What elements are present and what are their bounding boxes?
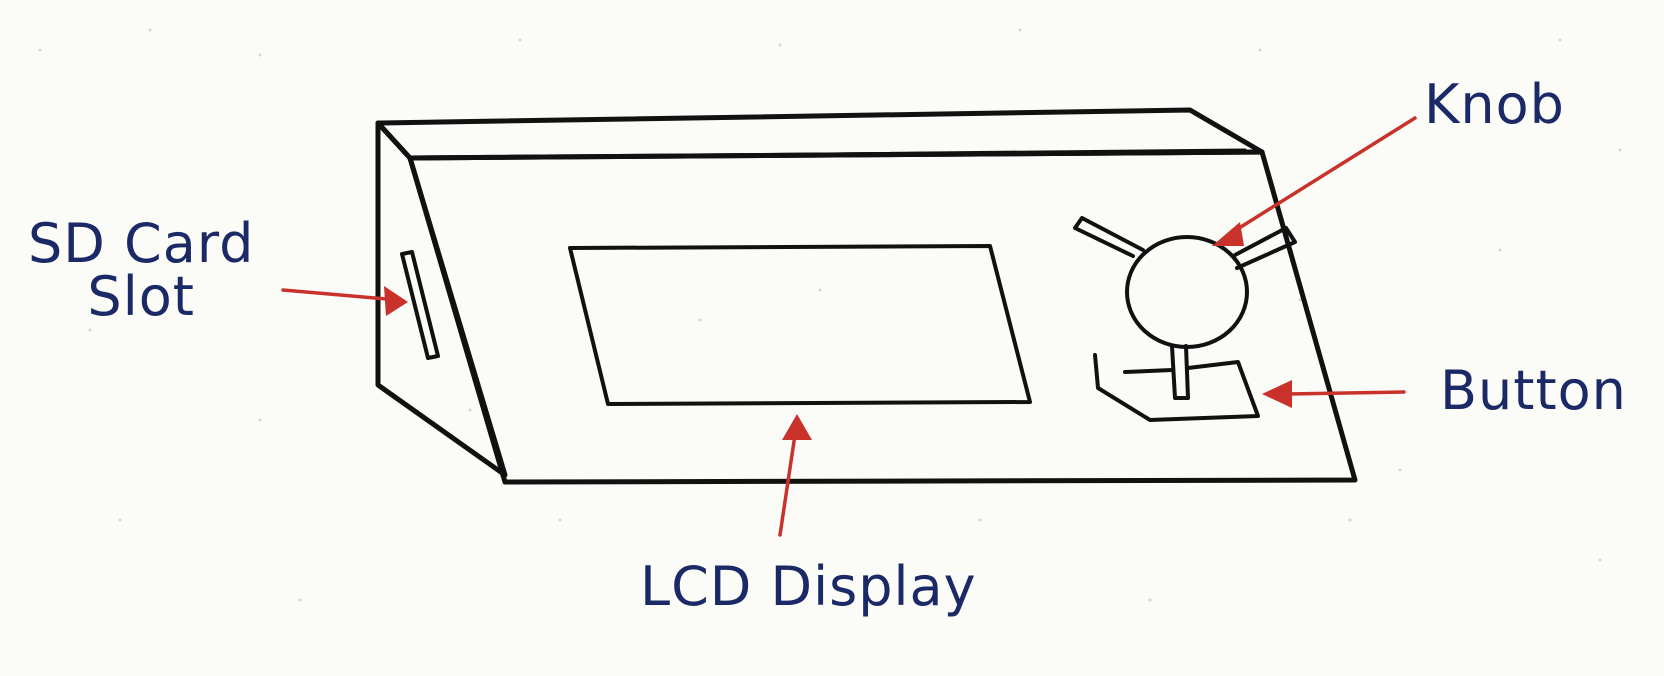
lcd-display bbox=[570, 246, 1030, 404]
label-sd-card-line1: SD Card bbox=[28, 218, 254, 271]
sd-card-arrowhead bbox=[384, 286, 408, 316]
knob-arrowhead bbox=[1212, 222, 1244, 246]
label-button: Button bbox=[1440, 364, 1627, 418]
button-arrowhead bbox=[1262, 380, 1292, 408]
enclosure-front-face bbox=[410, 152, 1355, 482]
label-knob: Knob bbox=[1424, 78, 1565, 132]
label-sd-card-slot: SD Card Slot bbox=[28, 218, 254, 324]
button-outline bbox=[1095, 355, 1258, 420]
knob-dial bbox=[1127, 237, 1247, 347]
label-sd-card-line2: Slot bbox=[28, 271, 254, 324]
arrows bbox=[283, 118, 1415, 535]
lcd-arrowhead bbox=[782, 414, 812, 440]
knob-left-prong bbox=[1075, 218, 1143, 256]
knob bbox=[1075, 218, 1295, 398]
label-lcd-display: LCD Display bbox=[640, 560, 977, 614]
enclosure bbox=[378, 110, 1355, 482]
sd-card-arrow-line bbox=[283, 290, 398, 300]
sd-card-slot bbox=[402, 252, 438, 358]
knob-stem bbox=[1172, 346, 1188, 398]
button-arrow-line bbox=[1288, 392, 1404, 394]
knob-arrow-line bbox=[1228, 118, 1415, 235]
